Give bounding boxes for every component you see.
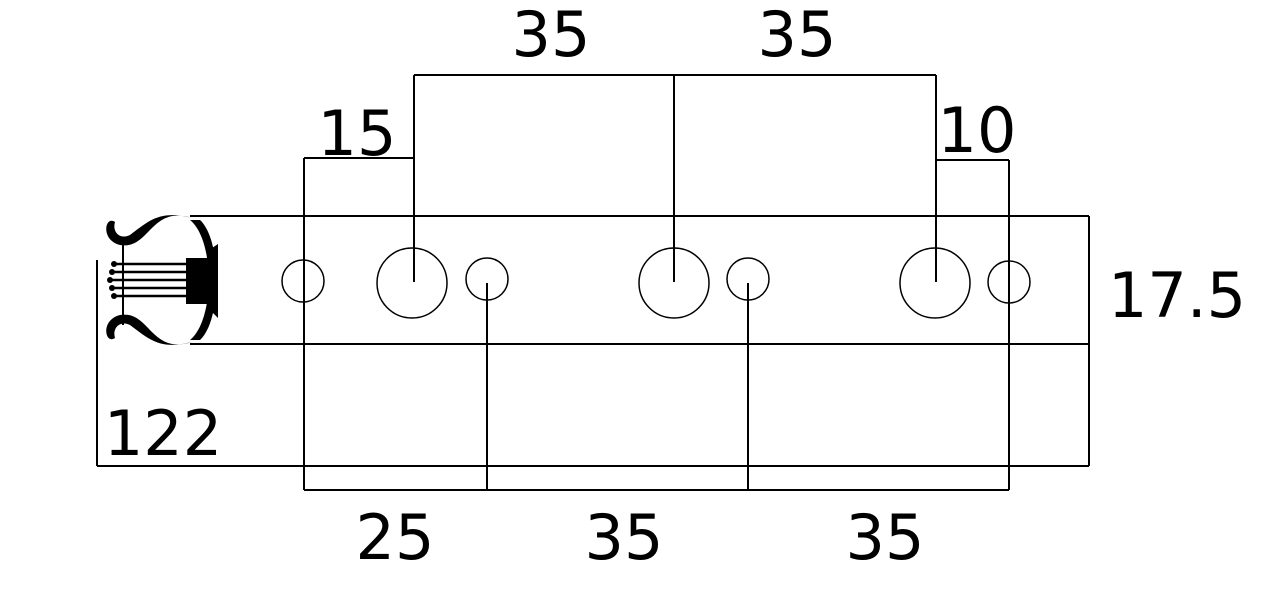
dim-bottom-2: 35 xyxy=(585,501,664,574)
dim-left-offset: 15 xyxy=(318,97,397,170)
dimension-lines xyxy=(303,74,1010,491)
dim-top-1: 35 xyxy=(512,0,591,71)
dim-bottom-3: 35 xyxy=(846,501,925,574)
lyre-icon xyxy=(106,215,218,345)
dim-height: 17.5 xyxy=(1108,259,1246,332)
dim-bottom-1: 25 xyxy=(356,501,435,574)
dim-top-2: 35 xyxy=(758,0,837,71)
part-outline xyxy=(96,215,1090,467)
large-hole xyxy=(376,247,448,319)
holes xyxy=(281,247,1031,319)
dim-right-offset: 10 xyxy=(938,94,1017,167)
dim-total-length: 122 xyxy=(104,397,222,470)
